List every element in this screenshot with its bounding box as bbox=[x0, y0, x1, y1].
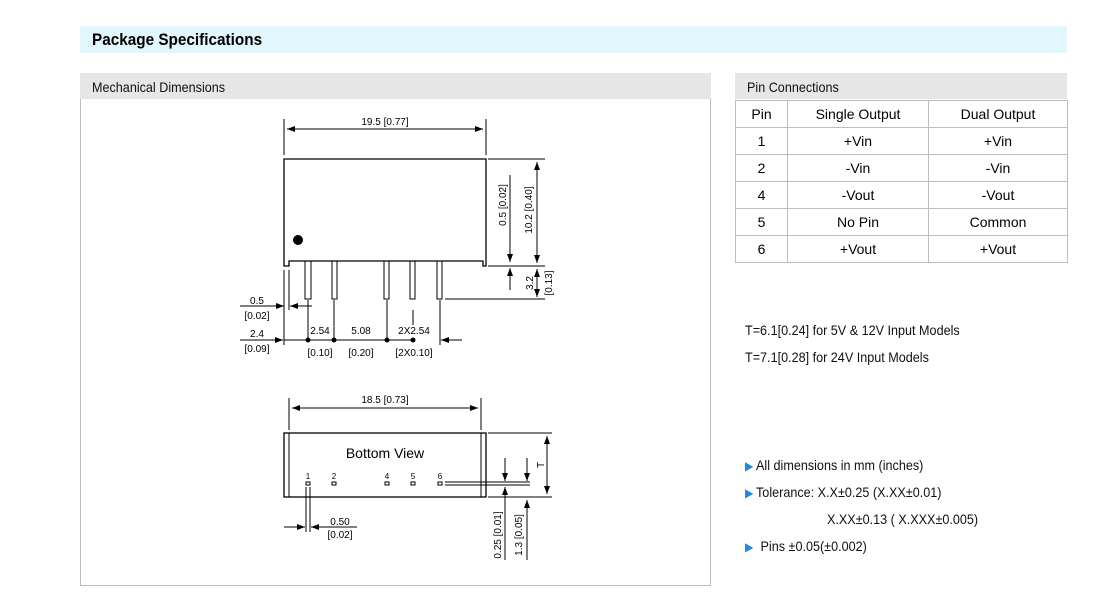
bullet-tolerance: ▶Tolerance: X.X±0.25 (X.XX±0.01) bbox=[745, 484, 941, 500]
pin-number: 4 bbox=[385, 472, 390, 481]
section-title-bar: Package Specifications bbox=[80, 26, 1067, 53]
dim-text: 2.54 bbox=[310, 326, 330, 337]
dim-text: 5.08 bbox=[351, 326, 371, 337]
pin-length-mm: 3.2 bbox=[525, 276, 536, 290]
bullet-pins: ▶ Pins ±0.05(±0.002) bbox=[745, 538, 867, 554]
dim-text: [0.02] bbox=[244, 311, 269, 322]
bullet-text: Pins ±0.05(±0.002) bbox=[760, 538, 867, 554]
bullet-text: Tolerance: X.X±0.25 (X.XX±0.01) bbox=[756, 484, 942, 500]
pin-thickness-dim: 0.25 [0.01] bbox=[493, 511, 504, 558]
pin-number: 2 bbox=[332, 472, 337, 481]
side-view: 19.5 [0.77] 10.2 [0.40] 0.5 [0.02] 3.2 [… bbox=[240, 117, 555, 359]
t-dim: T bbox=[536, 462, 547, 468]
dim-text: 0.5 bbox=[250, 296, 264, 307]
bottom-width-dim: 18.5 [0.73] bbox=[361, 395, 408, 406]
pin-number: 6 bbox=[438, 472, 443, 481]
triangle-bullet-icon: ▶ bbox=[745, 540, 754, 554]
cell: -Vin bbox=[787, 154, 929, 182]
dim-text: 0.50 bbox=[330, 517, 350, 528]
cell: +Vin bbox=[928, 127, 1068, 155]
col-pin: Pin bbox=[735, 100, 788, 128]
cell: 6 bbox=[735, 235, 788, 263]
table-row: 1+Vin+Vin bbox=[735, 127, 1068, 155]
cell: -Vout bbox=[787, 181, 929, 209]
pin-number: 5 bbox=[411, 472, 416, 481]
dim-text: 2X2.54 bbox=[398, 326, 430, 337]
cell: +Vout bbox=[787, 235, 929, 263]
triangle-bullet-icon: ▶ bbox=[745, 459, 754, 473]
cell: +Vin bbox=[787, 127, 929, 155]
dim-text: [0.10] bbox=[307, 348, 332, 359]
dim-text: [0.02] bbox=[327, 530, 352, 541]
pin-connections-heading: Pin Connections bbox=[747, 79, 839, 95]
cell: +Vout bbox=[928, 235, 1068, 263]
cell: Common bbox=[928, 208, 1068, 236]
mechanical-panel bbox=[80, 73, 711, 586]
col-dual-output: Dual Output bbox=[928, 100, 1068, 128]
triangle-bullet-icon: ▶ bbox=[745, 486, 754, 500]
table-row: 6+Vout+Vout bbox=[735, 235, 1068, 263]
height-dim: 10.2 [0.40] bbox=[524, 186, 535, 233]
t-note-2: T=7.1[0.28] for 24V Input Models bbox=[745, 349, 929, 365]
dim-text: [2X0.10] bbox=[395, 348, 432, 359]
pin-position-dim: 1.3 [0.05] bbox=[514, 514, 525, 556]
dim-text: 2.4 bbox=[250, 329, 264, 340]
table-row: 4-Vout-Vout bbox=[735, 181, 1068, 209]
t-note-1: T=6.1[0.24] for 5V & 12V Input Models bbox=[745, 322, 960, 338]
bottom-view: 18.5 [0.73] Bottom View 1 2 4 5 6 T 0.25… bbox=[283, 395, 552, 560]
mechanical-heading: Mechanical Dimensions bbox=[92, 79, 226, 95]
pin-connections-header: Pin Connections bbox=[735, 73, 1067, 99]
dim-text: [0.09] bbox=[244, 344, 269, 355]
dim-text: [0.20] bbox=[348, 348, 373, 359]
page-title: Package Specifications bbox=[92, 30, 263, 49]
mechanical-header: Mechanical Dimensions bbox=[80, 73, 711, 99]
standoff-dim: 0.5 [0.02] bbox=[498, 184, 509, 226]
bottom-view-label: Bottom View bbox=[346, 445, 425, 461]
bullet-text: All dimensions in mm (inches) bbox=[756, 457, 924, 473]
width-dim: 19.5 [0.77] bbox=[361, 117, 408, 128]
bullet-dimensions: ▶All dimensions in mm (inches) bbox=[745, 457, 923, 473]
cell: 4 bbox=[735, 181, 788, 209]
pin-table: Pin Single Output Dual Output 1+Vin+Vin … bbox=[735, 100, 1068, 263]
pin-number: 1 bbox=[306, 472, 311, 481]
tolerance-line-2: X.XX±0.13 ( X.XXX±0.005) bbox=[827, 511, 979, 527]
cell: No Pin bbox=[787, 208, 929, 236]
pin-length-in: [0.13] bbox=[544, 270, 555, 295]
